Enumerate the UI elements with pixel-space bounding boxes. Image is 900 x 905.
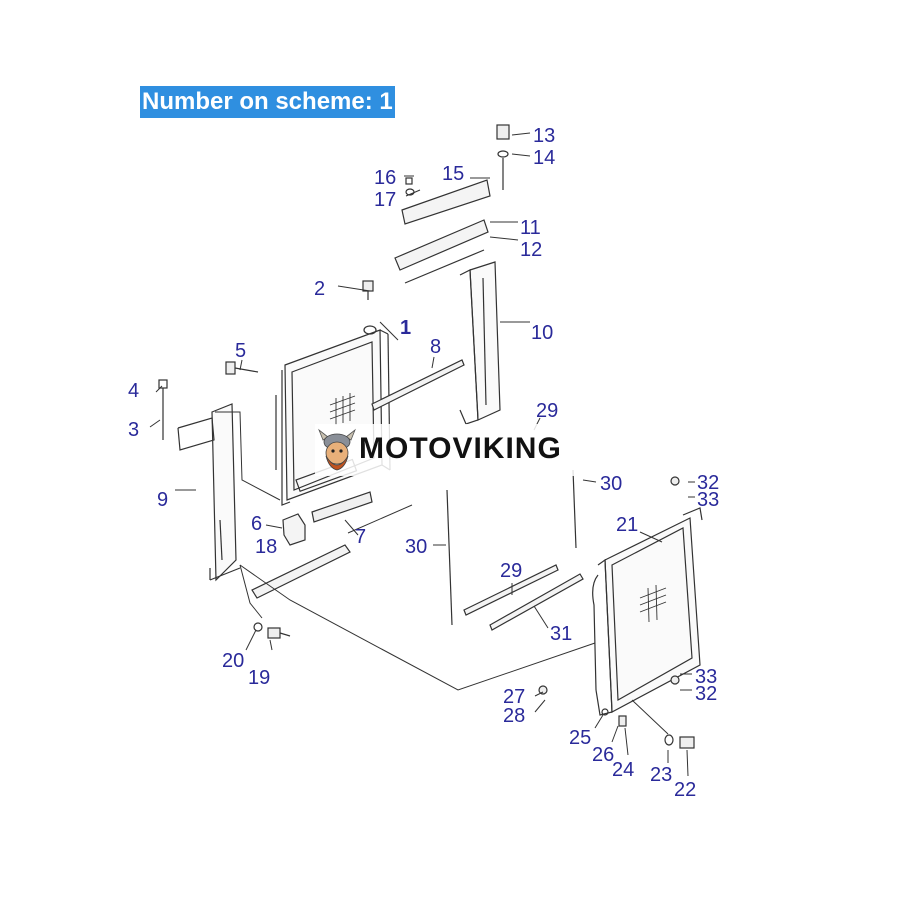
watermark-text: MOTOVIKING xyxy=(359,432,562,465)
bracket-11-12 xyxy=(394,219,489,284)
callout-17: 17 xyxy=(374,189,396,211)
callout-5: 5 xyxy=(235,340,246,362)
callout-31: 31 xyxy=(550,623,572,645)
callout-32-top: 32 xyxy=(697,472,719,494)
bracket-6 xyxy=(282,513,306,546)
scheme-number-banner: Number on scheme: 1 xyxy=(140,86,395,118)
bolts-19-20 xyxy=(253,622,291,639)
plate-15 xyxy=(401,179,491,225)
callout-6: 6 xyxy=(251,513,262,535)
viking-mascot-icon xyxy=(318,428,356,471)
callout-26: 26 xyxy=(592,744,614,766)
callout-23: 23 xyxy=(650,764,672,786)
callout-10: 10 xyxy=(531,322,553,344)
callout-32-bottom: 32 xyxy=(695,683,717,705)
stay-10 xyxy=(459,261,501,425)
watermark-logo: MOTOVIKING xyxy=(315,424,583,476)
callout-22: 22 xyxy=(674,779,696,801)
callout-7: 7 xyxy=(355,526,366,548)
seal-bar-8 xyxy=(371,359,465,411)
callout-30-left: 30 xyxy=(405,536,427,558)
callout-13: 13 xyxy=(533,125,555,147)
strip-7 xyxy=(311,491,373,523)
bolts-22-to-33 xyxy=(538,476,695,749)
callout-30-right: 30 xyxy=(600,473,622,495)
callout-11: 11 xyxy=(520,217,541,239)
connection-lines xyxy=(149,132,695,777)
pin-3-4 xyxy=(158,379,168,440)
seal-strips xyxy=(446,469,584,631)
bolt-5 xyxy=(225,361,259,375)
oil-cooler-21 xyxy=(592,507,703,716)
callout-16: 16 xyxy=(374,167,396,189)
callout-2: 2 xyxy=(314,278,325,300)
callout-labels: 1 2 3 4 5 6 7 8 9 10 11 12 13 14 15 16 1… xyxy=(128,125,719,801)
radiator-assembly xyxy=(275,325,391,506)
callout-33-bottom: 33 xyxy=(695,666,717,688)
callout-27: 27 xyxy=(503,686,525,708)
callout-9: 9 xyxy=(157,489,168,511)
callout-1: 1 xyxy=(400,317,411,339)
callout-28: 28 xyxy=(503,705,525,727)
callout-12: 12 xyxy=(520,239,542,261)
plate-18 xyxy=(251,544,351,599)
side-bracket-9 xyxy=(177,403,241,582)
bolts-13-14-16-17 xyxy=(405,124,510,196)
callout-4: 4 xyxy=(128,380,139,402)
callout-15: 15 xyxy=(442,163,464,185)
callout-3: 3 xyxy=(128,419,139,441)
callout-20: 20 xyxy=(222,650,244,672)
callout-14: 14 xyxy=(533,147,555,169)
callout-29-top: 29 xyxy=(536,400,558,422)
callout-29-bottom: 29 xyxy=(500,560,522,582)
callout-21: 21 xyxy=(616,514,638,536)
callout-33-top: 33 xyxy=(697,489,719,511)
callout-24: 24 xyxy=(612,759,634,781)
callout-25: 25 xyxy=(569,727,591,749)
callout-19: 19 xyxy=(248,667,270,689)
callout-18: 18 xyxy=(255,536,277,558)
callout-8: 8 xyxy=(430,336,441,358)
